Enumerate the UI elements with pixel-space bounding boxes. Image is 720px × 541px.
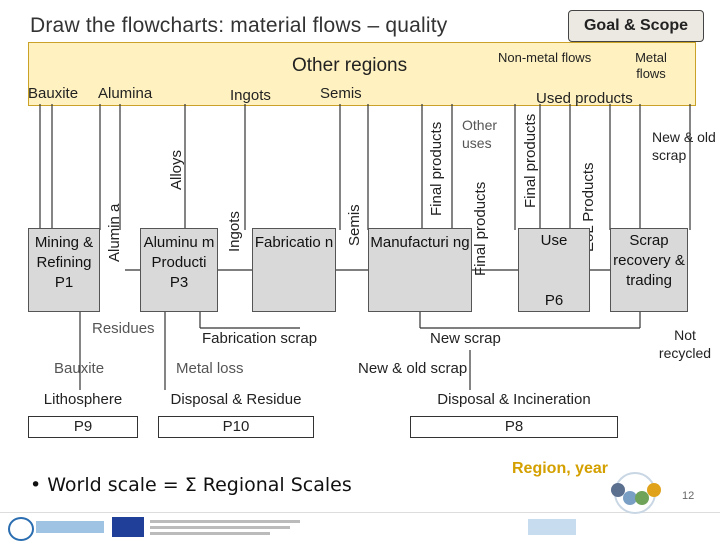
cvvi-logo-icon bbox=[611, 472, 661, 514]
funding-text-line-3 bbox=[150, 532, 270, 535]
ingots-flow-label: Ingots bbox=[226, 211, 243, 252]
region-ingots-label: Ingots bbox=[230, 87, 271, 104]
funding-text-line-2 bbox=[150, 526, 290, 529]
new-scrap-label: New scrap bbox=[430, 330, 501, 347]
use-box: Use P6 bbox=[518, 228, 590, 312]
region-alumina-label: Alumina bbox=[98, 85, 153, 102]
scrap-recovery-label: Scrap recovery & trading bbox=[613, 232, 685, 289]
aluminum-production-label: Aluminu m Producti bbox=[143, 234, 215, 271]
region-year-label: Region, year bbox=[512, 460, 609, 477]
other-regions-box bbox=[28, 42, 696, 106]
lithosphere-label: Lithosphere bbox=[28, 390, 138, 410]
aluminum-production-box: Aluminu m Producti P3 bbox=[140, 228, 218, 312]
funding-text-line-1 bbox=[150, 520, 300, 523]
world-scale-bullet: • World scale = Σ Regional Scales bbox=[30, 474, 352, 496]
alumina-flow-label: Alumin a bbox=[106, 203, 123, 262]
p8-box: P8 bbox=[410, 416, 618, 438]
disposal-residue-label: Disposal & Residue bbox=[158, 390, 314, 410]
bullet-dot: • bbox=[30, 474, 48, 496]
slide-title: Draw the flowcharts: material flows – qu… bbox=[30, 14, 448, 37]
metal-flows-label: Metal flows bbox=[635, 50, 667, 81]
use-label: Use bbox=[540, 232, 568, 249]
disposal-incineration-label: Disposal & Incineration bbox=[410, 390, 618, 410]
goal-scope-badge: Goal & Scope bbox=[568, 10, 704, 42]
eit-logo-icon bbox=[8, 517, 34, 541]
p6-label: P6 bbox=[544, 292, 564, 309]
region-semis-label: Semis bbox=[320, 85, 362, 102]
p10-box: P10 bbox=[158, 416, 314, 438]
world-scale-text: World scale = Σ Regional Scales bbox=[47, 474, 352, 496]
scrap-recovery-box: Scrap recovery & trading bbox=[610, 228, 688, 312]
p3-label: P3 bbox=[169, 274, 189, 291]
panorama-logo-icon bbox=[528, 519, 576, 535]
final-products-flow-label-1: Final products bbox=[428, 121, 445, 216]
manufacturing-label: Manufacturi ng bbox=[370, 234, 470, 251]
bauxite-low-label: Bauxite bbox=[54, 360, 105, 377]
fabrication-label: Fabricatio n bbox=[254, 234, 334, 251]
other-uses-label: Other uses bbox=[462, 117, 498, 151]
not-recycled-label: Not recycled bbox=[658, 327, 712, 361]
non-metal-flows-label: Non-metal flows bbox=[498, 50, 592, 65]
eu-flag-icon bbox=[112, 517, 144, 537]
semis-flow-label: Semis bbox=[346, 204, 363, 246]
region-bauxite-label: Bauxite bbox=[28, 85, 79, 102]
fabrication-box: Fabricatio n bbox=[252, 228, 336, 312]
new-old-scrap-low-label: New & old scrap bbox=[358, 360, 468, 377]
p1-label: P1 bbox=[54, 274, 74, 291]
mining-refining-box: Mining & Refining P1 bbox=[28, 228, 100, 312]
metal-loss-label: Metal loss bbox=[176, 360, 244, 377]
manufacturing-box: Manufacturi ng bbox=[368, 228, 472, 312]
other-regions-label: Other regions bbox=[292, 55, 408, 76]
p9-box: P9 bbox=[28, 416, 138, 438]
alloys-flow-label: Alloys bbox=[168, 149, 185, 190]
mining-refining-label: Mining & Refining bbox=[34, 234, 94, 271]
final-products-flow-label-2: Final products bbox=[472, 181, 489, 276]
residues-label: Residues bbox=[92, 320, 155, 337]
page-number: 12 bbox=[682, 490, 695, 502]
rawmaterials-logo-icon bbox=[36, 521, 104, 533]
fabrication-scrap-label: Fabrication scrap bbox=[202, 330, 318, 347]
new-old-scrap-top-label: New & old scrap bbox=[652, 129, 716, 163]
final-products-flow-label-3: Final products bbox=[522, 113, 539, 208]
region-used-products-label: Used products bbox=[536, 90, 633, 107]
